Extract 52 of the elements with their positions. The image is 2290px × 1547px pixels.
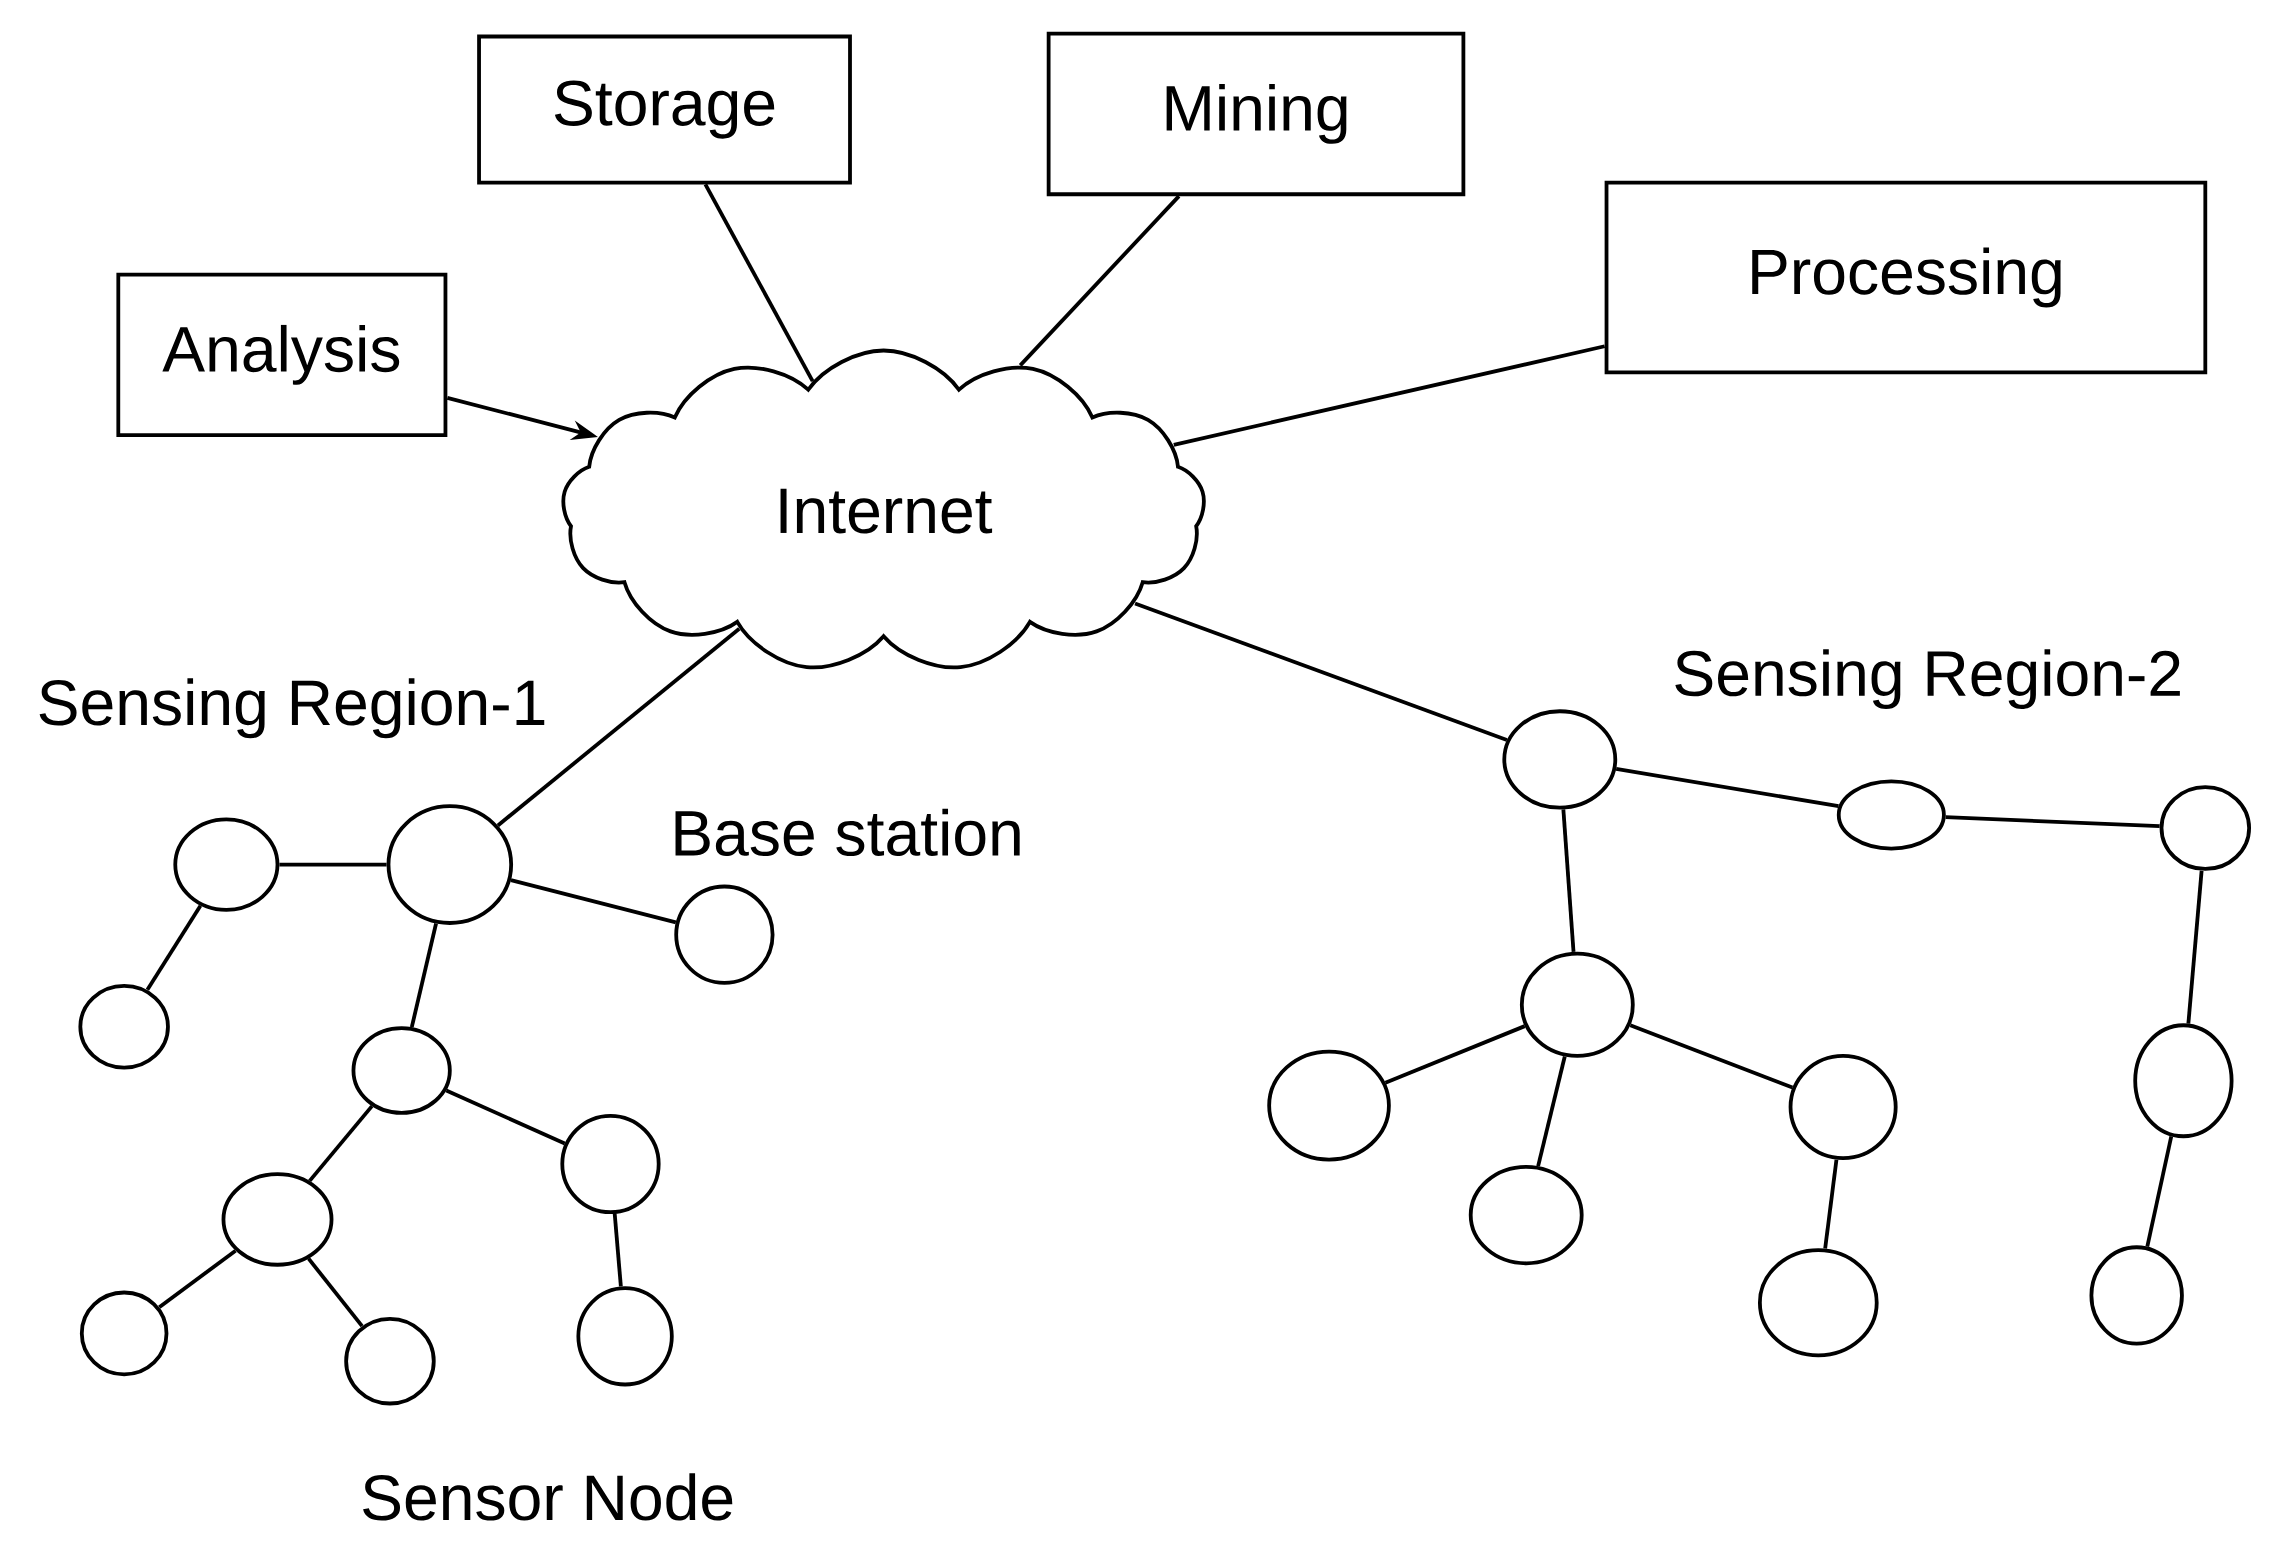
- sensor-node-circle: [173, 817, 280, 912]
- sensor-node-circle: [576, 1286, 674, 1387]
- connector-line: [510, 878, 677, 925]
- region-label: Base station: [675, 809, 1020, 857]
- sensor-node-circle: [78, 984, 170, 1070]
- connector-line: [1945, 815, 2160, 829]
- sensor-node-circle: [344, 1317, 436, 1406]
- sensor-node-circle: [1502, 709, 1618, 810]
- connector-line: [308, 1105, 374, 1183]
- connector-line: [1823, 1159, 1839, 1250]
- sensor-node-circle: [1519, 951, 1635, 1058]
- label-box: Processing: [1604, 180, 2208, 375]
- sensor-node-circle: [79, 1290, 169, 1377]
- region-label: Sensor Node: [363, 1473, 733, 1521]
- connector-line: [1134, 601, 1508, 742]
- connector-line: [2186, 870, 2204, 1024]
- connector-line: [445, 1088, 566, 1146]
- sensor-node-circle: [2089, 1245, 2184, 1346]
- sensor-node-circle: [1758, 1248, 1879, 1358]
- label-box: Analysis: [116, 272, 448, 438]
- sensor-node-circle: [2133, 1023, 2234, 1139]
- label-box: Mining: [1046, 31, 1466, 197]
- connector-line: [409, 923, 438, 1028]
- connector-line: [703, 183, 815, 383]
- sensor-node-circle: [1468, 1165, 1584, 1266]
- sensor-node-circle: [674, 884, 775, 985]
- connector-line: [1384, 1024, 1526, 1085]
- label-box: Storage: [477, 34, 852, 185]
- sensor-node-circle: [2159, 785, 2252, 872]
- connector-line: [2145, 1136, 2174, 1248]
- connector-line: [1018, 195, 1181, 367]
- connector-line: [158, 1249, 237, 1310]
- connector-line: [1561, 809, 1576, 953]
- sensor-node-circle: [386, 804, 514, 926]
- connector-line: [307, 1257, 364, 1328]
- sensor-node-circle: [1267, 1049, 1391, 1162]
- connector-line: [496, 627, 741, 828]
- connector-line: [1173, 344, 1606, 447]
- sensor-node-circle: [221, 1172, 334, 1267]
- region-label: Sensing Region-1: [39, 678, 545, 739]
- sensor-node-circle: [351, 1026, 452, 1115]
- connector-line: [612, 1213, 623, 1287]
- sensor-node-circle: [1836, 779, 1946, 851]
- connector-line: [279, 862, 387, 867]
- connector-line: [1615, 767, 1839, 809]
- region-label: Sensing Region-2: [1675, 649, 2180, 710]
- connector-line: [145, 904, 203, 992]
- connector-line: [1536, 1056, 1567, 1167]
- sensor-node-circle: [1788, 1054, 1898, 1161]
- sensor-node-circle: [560, 1114, 661, 1215]
- connector-line: [1629, 1023, 1794, 1090]
- internet-cloud: Internet: [561, 348, 1206, 670]
